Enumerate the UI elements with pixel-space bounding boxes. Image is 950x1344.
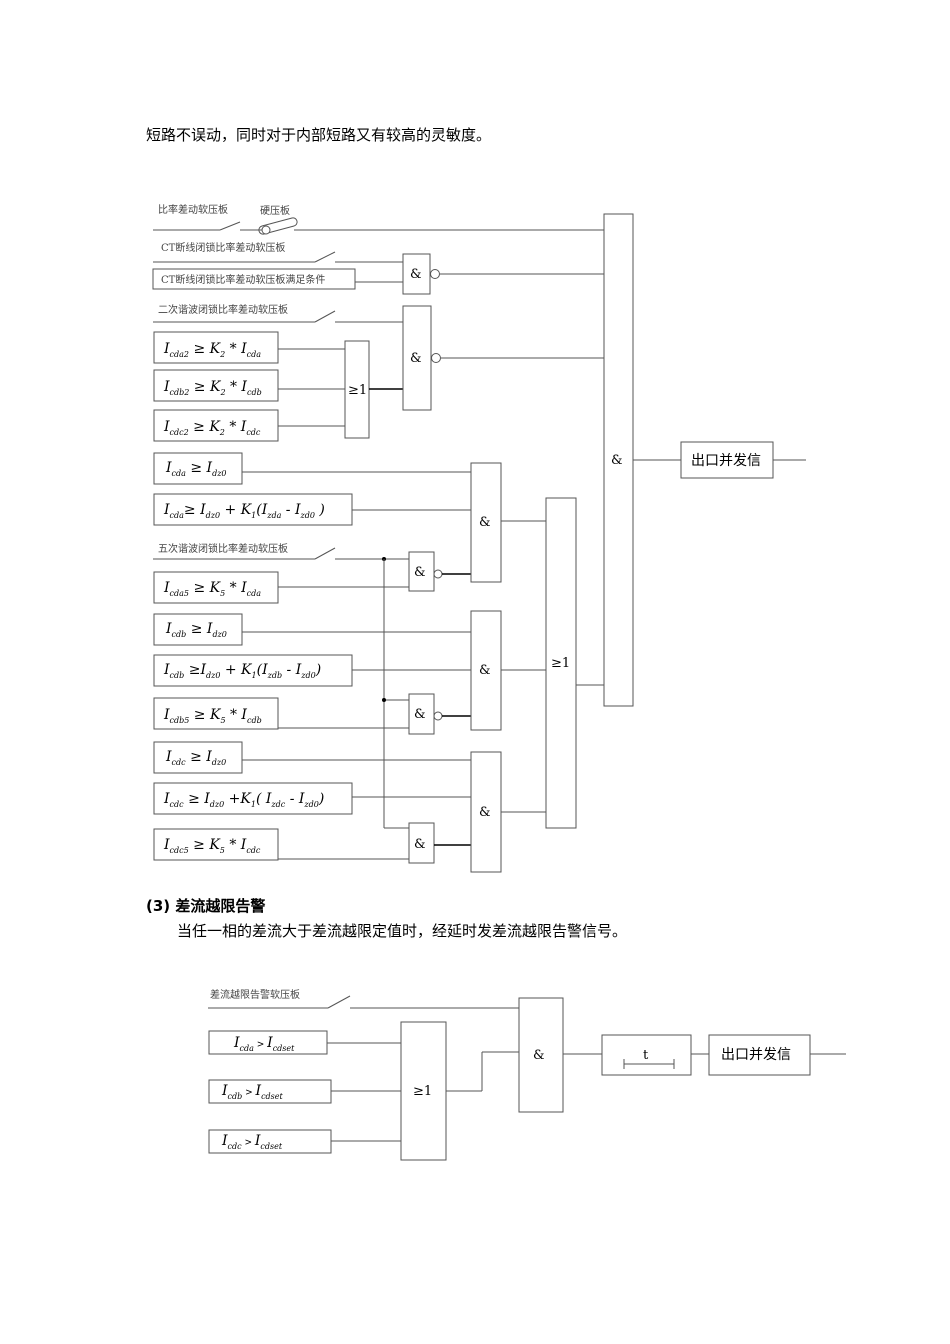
and-gate-h5-c	[408, 822, 435, 864]
or-gate-h2-symbol: ≥1	[348, 383, 367, 398]
output-alarm-label: 出口并发信	[721, 1047, 791, 1063]
label-h2-block-plate: 二次谐波闭锁比率差动软压板	[158, 303, 288, 316]
formula-icdb-set: Icdb > Icdset	[221, 1083, 284, 1101]
and-gate-h5-c-symbol: &	[414, 837, 426, 852]
output-trip-label: 出口并发信	[691, 453, 761, 469]
formula-box-icda2	[153, 331, 279, 364]
intro-paragraph: 短路不误动，同时对于内部短路又有较高的灵敏度。	[146, 126, 492, 144]
and-gate-phase-c-symbol: &	[479, 805, 491, 820]
formula-box-icda	[153, 452, 243, 485]
formula-box-icdc-slope	[153, 782, 353, 815]
formula-box-icdb2	[153, 369, 279, 402]
timer-box	[601, 1034, 692, 1076]
formula-box-icdb5	[153, 697, 279, 730]
negation-bubble	[433, 569, 443, 579]
logic-diagram-overlimit-alarm: 差流越限告警软压板 Icda > Icdset Icdb > Icdset Ic…	[208, 988, 846, 1161]
and-gate-phase-b-symbol: &	[479, 663, 491, 678]
formula-icdb5: Icdb5 ≥ K5 * Icdb	[163, 707, 262, 725]
and-gate-alarm	[518, 997, 564, 1113]
formula-box-icdc	[153, 741, 243, 774]
output-box-alarm	[708, 1034, 811, 1076]
formula-box-icdb	[153, 613, 243, 646]
negation-bubble	[431, 353, 441, 363]
formula-icdc5: Icdc5 ≥ K5 * Icdc	[163, 837, 261, 855]
and-gate-phase-a	[470, 462, 502, 583]
section-heading: (3) 差流越限告警	[146, 897, 266, 915]
and-gate-h5-a-symbol: &	[414, 565, 426, 580]
formula-icdc-set: Icdc > Icdset	[221, 1133, 283, 1151]
label-h5-block-plate: 五次谐波闭锁比率差动软压板	[158, 542, 288, 555]
negation-bubble	[430, 269, 440, 279]
ct-condition-box	[152, 268, 356, 290]
formula-icdc2: Icdc2 ≥ K2 * Icdc	[163, 419, 261, 437]
and-gate-alarm-symbol: &	[533, 1048, 545, 1063]
or-gate-phases-symbol: ≥1	[551, 656, 570, 671]
formula-icda-set: Icda > Icdset	[233, 1035, 295, 1053]
formula-icdb-threshold: Icdb ≥ Idz0	[165, 621, 227, 639]
formula-icdb-slope: Icdb ≥Idz0 + K1(Izdb - Izd0)	[163, 662, 321, 680]
formula-box-icdc5	[153, 828, 279, 861]
and-gate-ct-symbol: &	[410, 267, 422, 282]
and-gate-h2-symbol: &	[410, 351, 422, 366]
formula-icda-threshold: Icda ≥ Idz0	[165, 460, 227, 478]
and-gate-h5-b-symbol: &	[414, 707, 426, 722]
and-gate-final-symbol: &	[611, 453, 623, 468]
formula-icda2: Icda2 ≥ K2 * Icda	[163, 341, 261, 359]
formula-icdc-threshold: Icdc ≥ Idz0	[165, 749, 226, 767]
formula-icdc-slope: Icdc ≥ Idz0 +K1( Izdc - Izd0)	[163, 791, 324, 809]
formula-icda5: Icda5 ≥ K5 * Icda	[163, 580, 261, 598]
label-ratio-diff-plate: 比率差动软压板	[158, 203, 228, 216]
label-hard-plate: 硬压板	[260, 204, 290, 217]
negation-bubble	[433, 711, 443, 721]
label-overlimit-plate: 差流越限告警软压板	[210, 988, 300, 1001]
hard-plate-switch-icon	[258, 217, 298, 235]
and-gate-phase-a-symbol: &	[479, 515, 491, 530]
or-gate-alarm-symbol: ≥1	[413, 1084, 432, 1099]
formula-icdb2: Icdb2 ≥ K2 * Icdb	[163, 379, 262, 397]
junction-dot	[382, 698, 386, 702]
label-ct-condition: CT断线闭锁比率差动软压板满足条件	[161, 273, 325, 286]
label-ct-block-plate: CT断线闭锁比率差动软压板	[161, 241, 285, 254]
formula-icda-slope: Icda≥ Idz0 + K1(Izda - Izd0 )	[163, 502, 325, 520]
timer-label: t	[643, 1048, 649, 1063]
or-gate-phases	[545, 497, 577, 829]
and-gate-h5-a	[408, 551, 435, 592]
section-body: 当任一相的差流大于差流越限定值时，经延时发差流越限告警信号。	[177, 922, 628, 940]
